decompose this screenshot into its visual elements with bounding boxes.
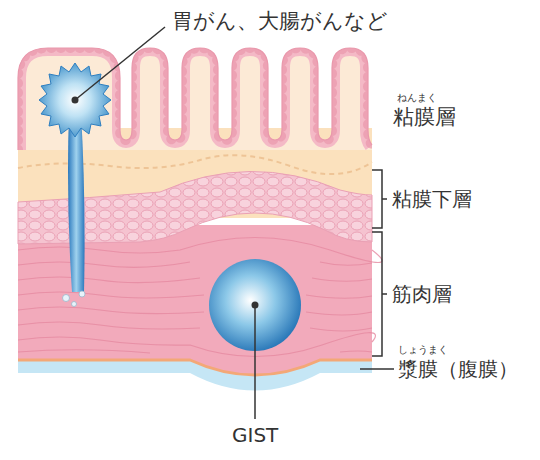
callout-text: GIST xyxy=(232,424,278,447)
callout-text: 胃がん、大腸がんなど xyxy=(172,9,388,33)
layer-label: 筋肉層 xyxy=(392,283,452,306)
layer-label: 粘膜層 xyxy=(393,105,456,129)
layer-label: 漿膜（腹膜） xyxy=(398,358,518,381)
ruby-text: ねんまく xyxy=(397,92,437,104)
ruby-text: しょうまく xyxy=(398,344,448,356)
layer-label: 粘膜下層 xyxy=(392,188,472,211)
